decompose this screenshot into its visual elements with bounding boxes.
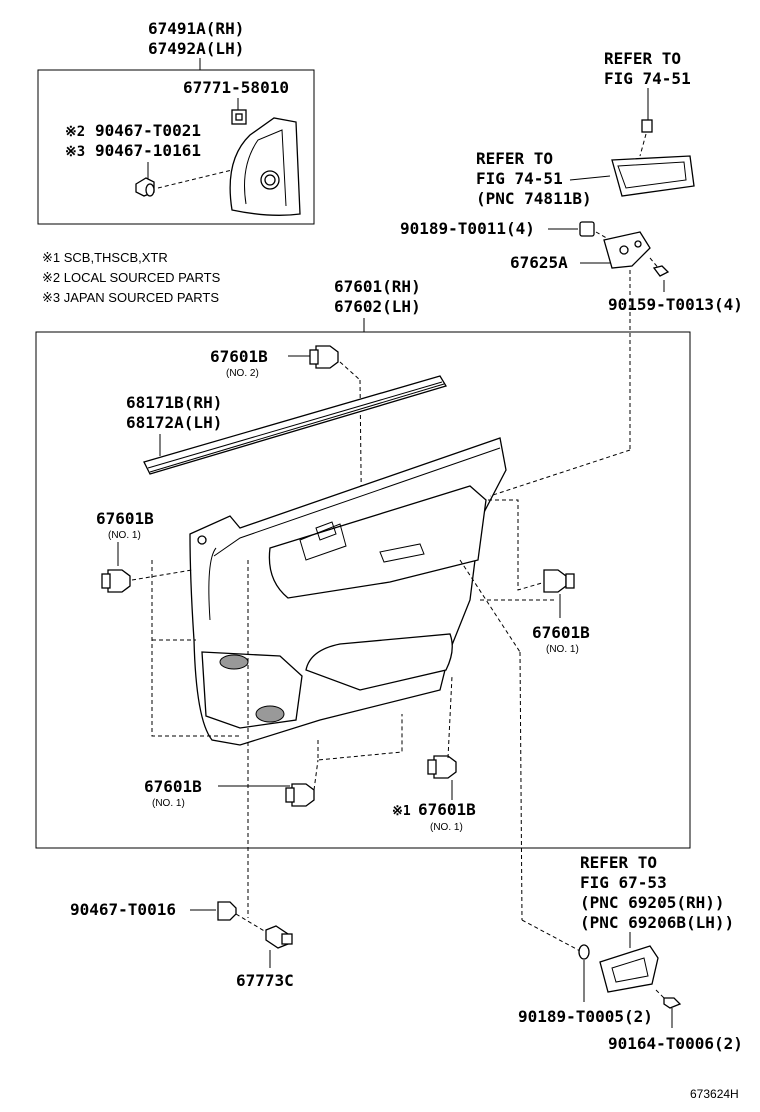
- note-mark-2: ※2: [65, 124, 85, 140]
- callout-90164-t0006: 90164-T0006(2): [608, 1034, 743, 1053]
- callout-clip-top-sub: (NO. 2): [226, 368, 259, 379]
- callout-clip-bottom-right-sub: (NO. 1): [430, 822, 463, 833]
- screw-90164-icon: [663, 997, 682, 1009]
- clip-right-icon: [543, 569, 575, 593]
- screw-top-icon: [641, 119, 653, 133]
- clip-67771-icon: [231, 109, 247, 125]
- clip-left-icon: [101, 569, 131, 593]
- callout-67491a: 67491A(RH): [148, 19, 244, 38]
- inset-box-panel: [35, 331, 691, 849]
- refer-bottom-line1: REFER TO: [580, 853, 657, 872]
- note-2: ※2 LOCAL SOURCED PARTS: [42, 270, 221, 285]
- callout-clip-left: 67601B: [96, 509, 154, 528]
- callout-clip-left-sub: (NO. 1): [108, 530, 141, 541]
- pull-handle-icon: [611, 155, 695, 197]
- clip-bottom-left-icon: [285, 783, 315, 807]
- nut-90189-t0005-icon: [578, 944, 590, 960]
- speaker-cover-67491a-icon: [229, 117, 301, 216]
- note-1: ※1 SCB,THSCB,XTR: [42, 250, 168, 265]
- callout-90467-t0021: 90467-T0021: [95, 121, 201, 140]
- refer-mid-line2: FIG 74-51: [476, 169, 563, 188]
- callout-clip-right-sub: (NO. 1): [546, 644, 579, 655]
- refer-top-line2: FIG 74-51: [604, 69, 691, 88]
- callout-clip-right: 67601B: [532, 623, 590, 642]
- callout-clip-bottom-left: 67601B: [144, 777, 202, 796]
- callout-67492a: 67492A(LH): [148, 39, 244, 58]
- refer-bottom-line3: (PNC 69205(RH)): [580, 893, 725, 912]
- callout-90467-t0016: 90467-T0016: [70, 900, 176, 919]
- clip-67773c-icon: [265, 925, 293, 949]
- callout-90189-t0005: 90189-T0005(2): [518, 1007, 653, 1026]
- note-3: ※3 JAPAN SOURCED PARTS: [42, 290, 219, 305]
- callout-90189-t0011: 90189-T0011(4): [400, 219, 535, 238]
- bracket-67625a-icon: [603, 231, 651, 269]
- callout-90467-10161: 90467-10161: [95, 141, 201, 160]
- callout-67625a: 67625A: [510, 253, 568, 272]
- note-mark-3: ※3: [65, 144, 85, 160]
- inner-handle-icon: [599, 945, 659, 993]
- weatherstrip-icon: [143, 375, 447, 475]
- door-trim-panel-icon: [189, 437, 507, 746]
- refer-bottom-line4: (PNC 69206B(LH)): [580, 913, 734, 932]
- screw-90159-icon: [652, 265, 670, 277]
- callout-67771-58010: 67771-58010: [183, 78, 289, 97]
- callout-clip-bottom-right-mark: ※1: [392, 804, 411, 819]
- diagram-id: 673624H: [690, 1087, 739, 1101]
- callout-67601: 67601(RH): [334, 277, 421, 296]
- refer-mid-line3: (PNC 74811B): [476, 189, 592, 208]
- clip-no2-icon: [309, 345, 339, 369]
- refer-top-line1: REFER TO: [604, 49, 681, 68]
- callout-68171b: 68171B(RH): [126, 393, 222, 412]
- callout-67602: 67602(LH): [334, 297, 421, 316]
- clip-bottom-right-icon: [427, 755, 457, 779]
- refer-bottom-line2: FIG 67-53: [580, 873, 667, 892]
- nut-icon: [579, 221, 595, 237]
- callout-clip-top: 67601B: [210, 347, 268, 366]
- callout-clip-bottom-right: 67601B: [418, 800, 476, 819]
- screw-icon: [135, 177, 155, 197]
- callout-90159-t0013: 90159-T0013(4): [608, 295, 743, 314]
- inset-box-top: [37, 69, 315, 225]
- screw-90467-t0016-icon: [217, 901, 237, 921]
- callout-clip-bottom-left-sub: (NO. 1): [152, 798, 185, 809]
- refer-mid-line1: REFER TO: [476, 149, 553, 168]
- callout-67773c: 67773C: [236, 971, 294, 990]
- callout-68172a: 68172A(LH): [126, 413, 222, 432]
